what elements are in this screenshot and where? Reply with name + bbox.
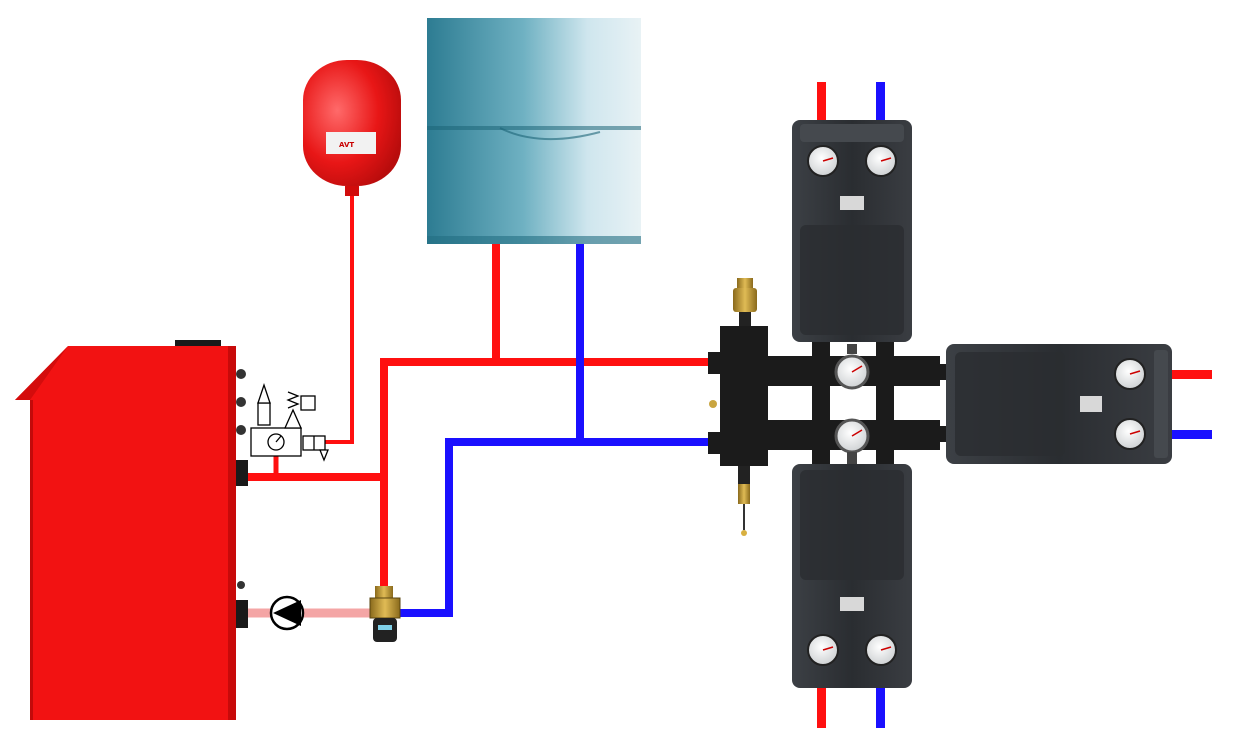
boiler-edge [30,400,33,720]
boiler-port-3 [236,425,246,435]
expansion-tank-label [326,132,376,154]
wall-boiler-curve [499,127,601,141]
safety-valve-outlet [300,395,316,411]
air-vent-cap-icon [257,382,271,404]
safety-group [250,382,329,462]
boiler-side-shade [228,346,236,720]
boiler-port-2 [236,397,246,407]
circulation-pump [269,595,305,631]
drain-symbol-icon [319,449,329,462]
three-way-mixing-valve [369,586,401,642]
pump-group-bottom [792,464,912,728]
safety-valve-icon [283,408,303,429]
pipe-network [247,196,712,618]
boiler-port-4 [237,581,245,589]
wall-boiler-seam [427,126,641,130]
expansion-tank-body [303,60,401,186]
expansion-tank-neck [345,186,359,196]
pump-group-right-plate [1080,396,1102,412]
pump-group-right [946,344,1212,464]
boiler-supply-outlet [236,460,248,486]
wall-gas-boiler [427,18,641,244]
boiler-return-inlet [236,600,248,628]
pump-group-top [792,82,912,342]
boiler-port-1 [236,369,246,379]
supply-pipe-main [247,358,712,481]
pump-group-bottom-plate [840,597,864,611]
expansion-tank: AVT [303,60,401,196]
safety-valve-spring-icon [286,391,300,409]
boiler-top-cap [175,340,221,348]
air-vent [737,278,753,288]
wall-boiler-body [427,18,641,244]
air-vent-icon [257,402,271,426]
boiler-body [15,346,236,720]
mixing-valve-body [369,597,401,619]
pump-group-top-plate [840,196,864,210]
return-pipe-main [400,438,712,617]
separator-body [720,326,768,466]
wall-boiler-bottom-shade [427,236,641,244]
pump-arrow-icon [273,600,301,626]
expansion-tank-brand: AVT [339,141,354,149]
solid-fuel-boiler [15,340,248,720]
boiler-top-bevel [15,346,68,400]
hydraulic-separator [708,278,946,536]
drain-valve [738,466,750,484]
expansion-tank-pipe [325,196,354,444]
